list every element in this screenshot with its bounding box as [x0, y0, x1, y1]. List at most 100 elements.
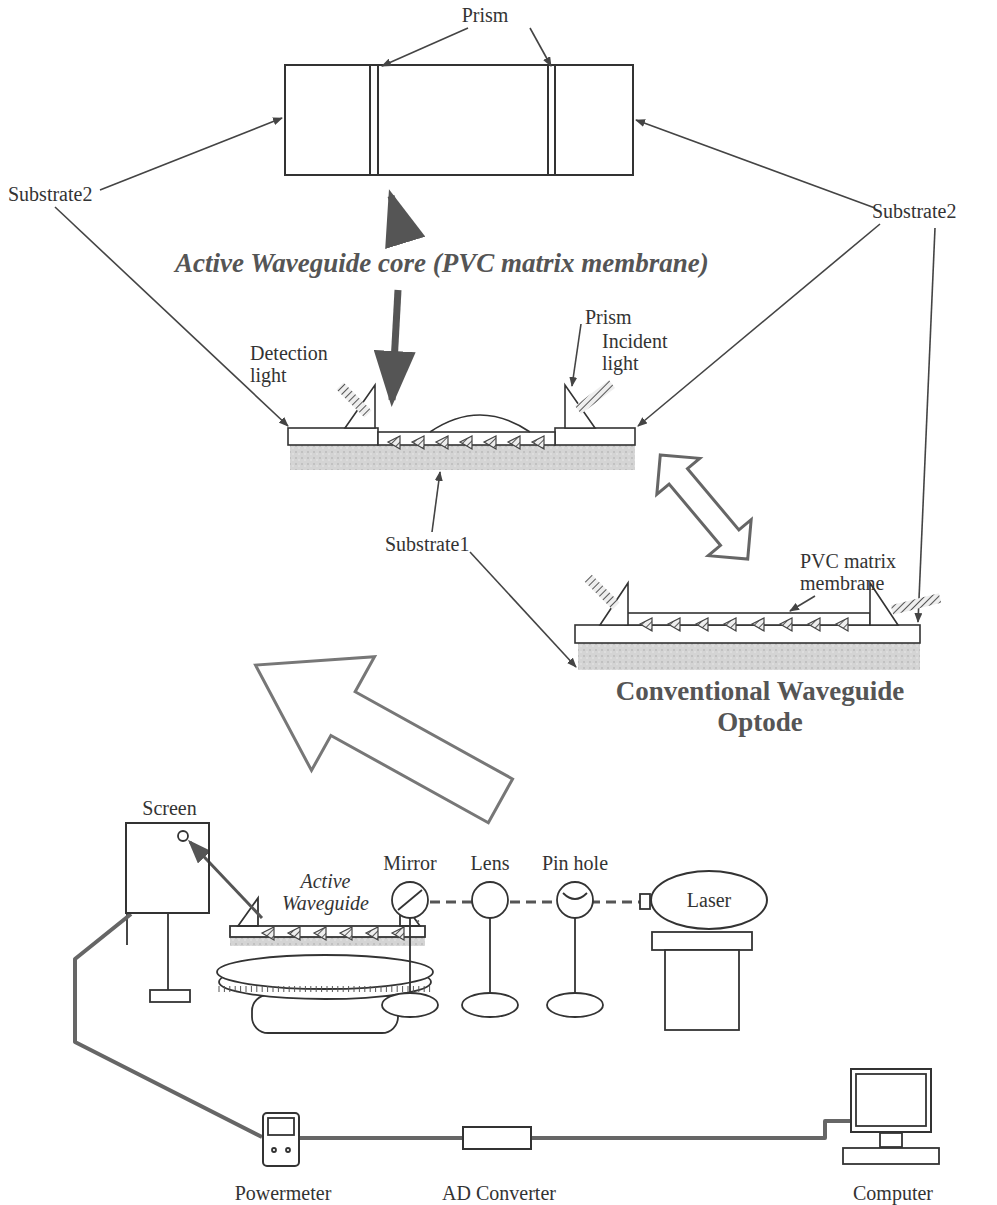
light-mark	[314, 927, 326, 940]
node-label: Powermeter	[218, 1182, 348, 1204]
light-mark	[366, 927, 378, 940]
label: Active Waveguide	[278, 870, 373, 914]
tick	[267, 986, 268, 992]
light-mark	[262, 927, 274, 940]
tick	[224, 986, 225, 992]
thick-arrows	[391, 196, 405, 400]
tick	[235, 986, 236, 992]
light-mark	[780, 618, 792, 631]
tick	[337, 986, 338, 992]
label: Prism	[585, 306, 655, 328]
tick	[256, 986, 257, 992]
top-view	[285, 65, 633, 175]
label: Substrate2	[8, 183, 118, 205]
light-mark	[724, 618, 736, 631]
conventional-optode	[575, 578, 940, 670]
label: Mirror	[370, 852, 450, 874]
label: Conventional Waveguide Optode	[605, 676, 915, 738]
light-mark	[668, 618, 680, 631]
tick	[354, 986, 355, 992]
node-label: Computer	[833, 1182, 953, 1204]
tick	[327, 986, 328, 992]
tick	[370, 986, 371, 992]
tick	[397, 986, 398, 992]
cable	[75, 914, 262, 1137]
light-mark	[288, 927, 300, 940]
label: Substrate1	[385, 533, 495, 555]
laser: Laser	[650, 870, 768, 930]
light-mark	[640, 618, 652, 631]
double-arrow	[639, 437, 769, 577]
label: Substrate2	[872, 200, 992, 222]
tick	[300, 986, 301, 992]
label: Lens	[452, 852, 528, 874]
light-mark	[460, 436, 472, 449]
tick	[289, 986, 290, 992]
cable	[532, 1121, 850, 1138]
tick	[251, 986, 252, 992]
tick	[332, 986, 333, 992]
tick	[273, 986, 274, 992]
ad-converter: AD Converter	[462, 1126, 532, 1150]
active-waveguide-device	[288, 384, 635, 470]
tick	[283, 986, 284, 992]
light-mark	[508, 436, 520, 449]
label: Prism	[440, 4, 530, 26]
tick	[375, 986, 376, 992]
powermeter: Powermeter	[262, 1112, 300, 1167]
light-marks	[388, 436, 544, 449]
tick	[240, 986, 241, 992]
tick	[381, 986, 382, 992]
light-mark	[484, 436, 496, 449]
tick	[418, 986, 419, 992]
tick	[219, 986, 220, 992]
label: Pin hole	[532, 852, 618, 874]
tick	[246, 986, 247, 992]
tick	[321, 986, 322, 992]
light-mark	[696, 618, 708, 631]
light-mark	[752, 618, 764, 631]
tick	[305, 986, 306, 992]
light-mark	[532, 436, 544, 449]
tick	[386, 986, 387, 992]
setup	[127, 831, 939, 1164]
tick	[359, 986, 360, 992]
label: Active Waveguide core (PVC matrix membra…	[175, 248, 815, 279]
light-mark	[836, 618, 848, 631]
label: PVC matrix membrane	[800, 550, 905, 594]
tick	[316, 986, 317, 992]
tick	[229, 986, 230, 992]
cable	[300, 1136, 462, 1140]
tick	[402, 986, 403, 992]
tick	[408, 986, 409, 992]
tick	[343, 986, 344, 992]
computer: Computer	[850, 1068, 932, 1133]
light-mark	[340, 927, 352, 940]
light-mark	[412, 436, 424, 449]
tick	[262, 986, 263, 992]
tick	[294, 986, 295, 992]
tick	[429, 986, 430, 992]
tick	[413, 986, 414, 992]
label: Detection light	[250, 342, 340, 386]
light-marks	[640, 618, 848, 631]
stage-ticks	[219, 927, 430, 992]
light-mark	[388, 436, 400, 449]
tick	[310, 986, 311, 992]
node-label: Laser	[687, 889, 731, 911]
tick	[348, 986, 349, 992]
tick	[424, 986, 425, 992]
node-label: Screen	[127, 797, 212, 819]
leader-lines	[55, 28, 935, 667]
screen: Screen	[125, 822, 210, 914]
tick	[364, 986, 365, 992]
light-mark	[436, 436, 448, 449]
light-mark	[808, 618, 820, 631]
tick	[391, 986, 392, 992]
tick	[278, 986, 279, 992]
label: Incident light	[602, 330, 682, 374]
node-label: AD Converter	[429, 1182, 569, 1204]
light-mark	[392, 927, 404, 940]
